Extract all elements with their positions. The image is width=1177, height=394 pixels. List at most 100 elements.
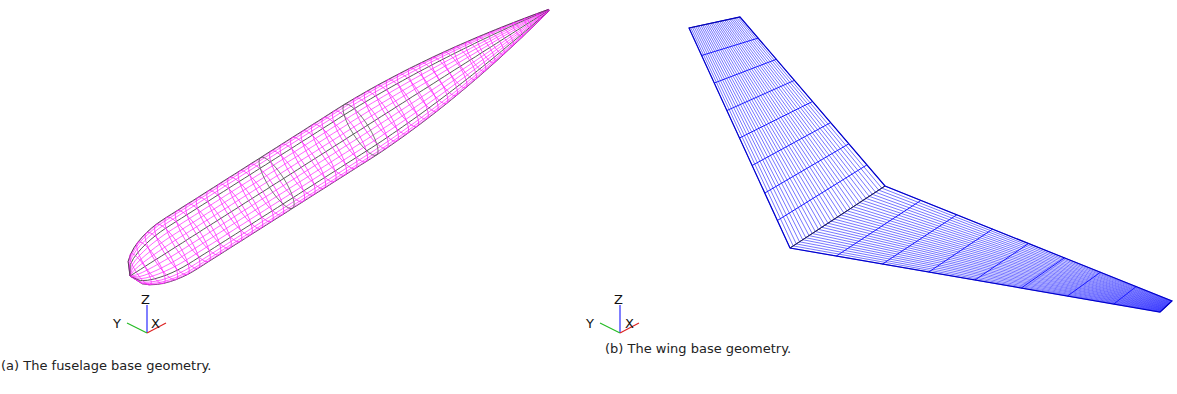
axis-label: Z <box>614 292 623 308</box>
wing-rib <box>740 102 813 139</box>
wing-wireframe <box>689 17 1172 312</box>
wing-span-line <box>716 22 841 215</box>
fuselage-frame <box>404 65 443 116</box>
fuselage-frame <box>348 94 394 153</box>
wing-rib <box>1068 272 1101 296</box>
wing-span-line <box>882 188 1172 301</box>
fuselage-frame <box>392 70 433 123</box>
fuselage-frame <box>306 120 352 180</box>
fuselage-frame <box>536 13 541 20</box>
fuselage-line <box>128 9 548 276</box>
fuselage-line <box>130 10 549 276</box>
wing-span-line <box>812 234 1163 310</box>
fuselage-frame <box>474 35 498 66</box>
fuselage-line <box>130 11 549 284</box>
wing-span-line <box>721 21 850 209</box>
fuselage-frame <box>180 200 226 260</box>
wing-rib <box>1021 258 1064 288</box>
fuselage-frame <box>370 81 414 138</box>
fuselage-line <box>130 10 549 276</box>
fuselage-frame <box>327 106 373 166</box>
wing-span-line <box>728 20 863 201</box>
wing-span-line <box>806 238 1162 311</box>
fuselage-frame <box>191 193 237 253</box>
wing-span-line <box>809 236 1162 310</box>
wing-span-line <box>735 18 876 192</box>
fuselage-frame <box>233 166 279 226</box>
wing-span-line <box>730 19 866 198</box>
fuselage-frame <box>222 173 268 233</box>
wing-rib <box>714 59 776 83</box>
wing-rib <box>836 200 921 256</box>
fuselage-frame <box>337 100 383 160</box>
wing-span-line <box>715 23 838 218</box>
wing-span-line <box>713 23 835 219</box>
axis-triad <box>127 305 166 333</box>
fuselage-frame <box>264 146 310 206</box>
wing-span-line <box>726 20 859 203</box>
wing-span-line <box>738 17 882 188</box>
wing-outline <box>689 17 1172 312</box>
wing-span-line <box>853 207 1168 305</box>
fuselage-frame <box>201 186 247 246</box>
wing-span-line <box>872 194 1170 302</box>
wing-span-line <box>850 209 1167 305</box>
fuselage-frame <box>170 206 216 266</box>
fuselage-frame <box>253 153 299 213</box>
wing-span-line <box>706 24 822 227</box>
wing-span-line <box>841 215 1167 306</box>
fuselage-line <box>130 10 549 279</box>
wing-span-line <box>718 22 844 213</box>
fuselage-frame <box>295 126 341 186</box>
fuselage-frame <box>126 251 154 287</box>
axis-triad <box>600 305 639 333</box>
fuselage-line <box>130 10 549 276</box>
axis-label: X <box>625 316 634 332</box>
axis-label: Z <box>141 292 150 308</box>
wing-rib <box>702 38 759 55</box>
wing-rib <box>727 80 795 110</box>
fuselage-line <box>130 11 549 281</box>
wing-span-line <box>847 211 1167 306</box>
axis-label: Y <box>586 316 594 332</box>
fuselage-frame <box>159 213 205 273</box>
wing-rib <box>752 123 831 166</box>
wing-span-line <box>863 201 1169 304</box>
figure-caption: (a) The fuselage base geometry. <box>1 358 212 374</box>
wing-span-line <box>876 192 1171 302</box>
wing-span-line <box>737 18 879 190</box>
wing-span-line <box>723 21 853 207</box>
wing-span-line <box>825 225 1165 308</box>
fuselage-line <box>130 10 549 277</box>
wing-span-line <box>869 196 1170 302</box>
wing-rib <box>929 229 993 272</box>
fuselage-line <box>130 11 549 285</box>
fuselage-frame <box>415 59 452 107</box>
wing-rib <box>975 244 1029 281</box>
fuselage-frame <box>285 133 331 193</box>
wing-span-line <box>796 244 1161 311</box>
fuselage-frame <box>149 220 195 279</box>
wing-span-line <box>822 227 1164 308</box>
fuselage-frame <box>212 180 258 240</box>
fuselage-line <box>130 10 549 276</box>
fuselage-frame <box>486 30 506 56</box>
fuselage-frame <box>427 54 462 99</box>
fuselage-frame <box>523 17 532 29</box>
wing-rib <box>1114 287 1136 304</box>
wing-span-line <box>732 19 870 197</box>
fuselage-frame <box>359 87 404 145</box>
wing-span-line <box>857 205 1169 305</box>
fuselage-line <box>130 10 549 277</box>
fuselage-frame <box>381 76 424 131</box>
wing-rib <box>790 186 885 248</box>
fuselage-line <box>129 10 548 277</box>
fuselage-frame <box>499 26 516 48</box>
fuselage-frame <box>511 21 524 38</box>
wing-span-line <box>725 20 857 204</box>
wing-span-line <box>879 190 1171 302</box>
axis-label: X <box>151 316 160 332</box>
fuselage-frame <box>140 228 183 283</box>
fuselage-frame <box>274 140 320 200</box>
